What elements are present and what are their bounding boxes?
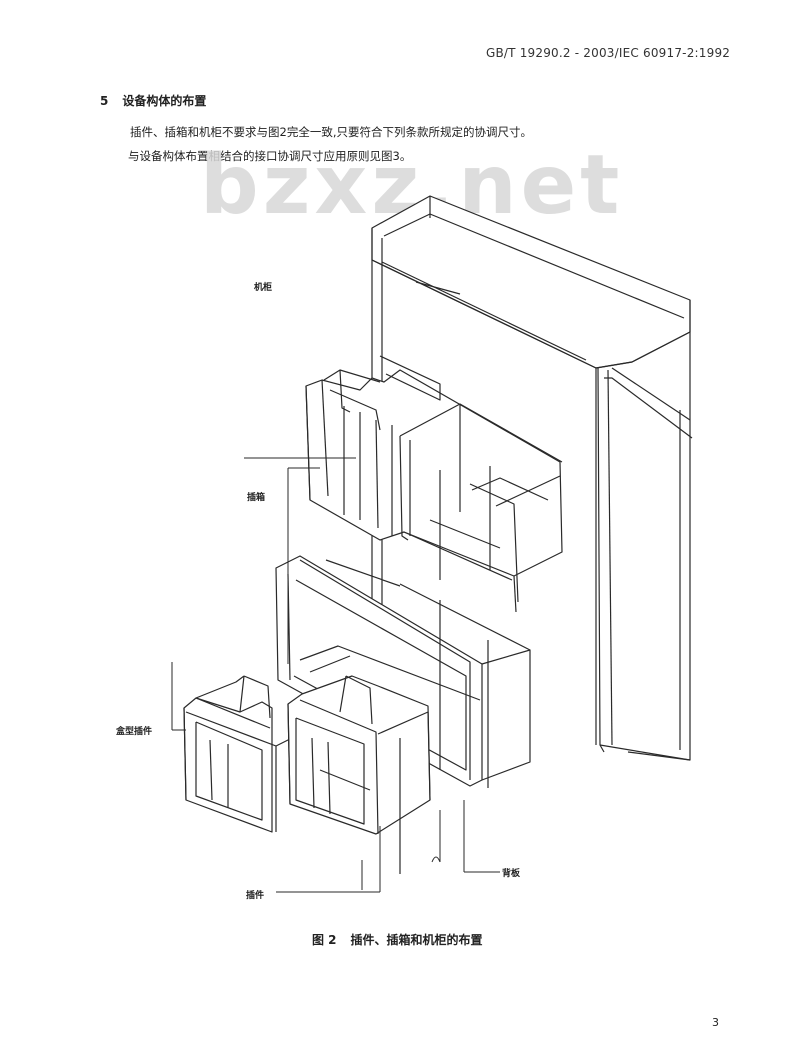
label-backplane: 背板 — [502, 869, 521, 879]
figure-number: 图 2 — [312, 933, 337, 947]
chassis-right-drawing — [287, 675, 431, 874]
label-cabinet: 机柜 — [254, 283, 273, 293]
paragraph-1: 插件、插箱和机柜不要求与图2完全一致,只要符合下列条款所规定的协调尺寸。 — [130, 125, 532, 139]
backplane-drawing — [275, 555, 531, 788]
label-subrack: 插箱 — [247, 493, 266, 503]
page-number: 3 — [712, 1016, 719, 1029]
section-title: 设备构体的布置 — [122, 94, 207, 108]
label-chassis: 盒型插件 — [116, 727, 153, 737]
leader-lines — [171, 457, 500, 893]
figure-caption: 图 2 插件、插箱和机柜的布置 — [312, 931, 483, 948]
paragraph-2: 与设备构体布置相结合的接口协调尺寸应用原则见图3。 — [128, 149, 412, 163]
label-plugin: 插件 — [246, 891, 265, 901]
standard-number: GB/T 19290.2 - 2003/IEC 60917-2:1992 — [486, 46, 731, 60]
section-heading: 5 设备构体的布置 — [100, 92, 206, 109]
figure-title: 插件、插箱和机柜的布置 — [350, 933, 483, 947]
section-number: 5 — [100, 94, 109, 108]
subrack-drawing — [305, 355, 563, 613]
chassis-left-drawing — [183, 675, 297, 833]
